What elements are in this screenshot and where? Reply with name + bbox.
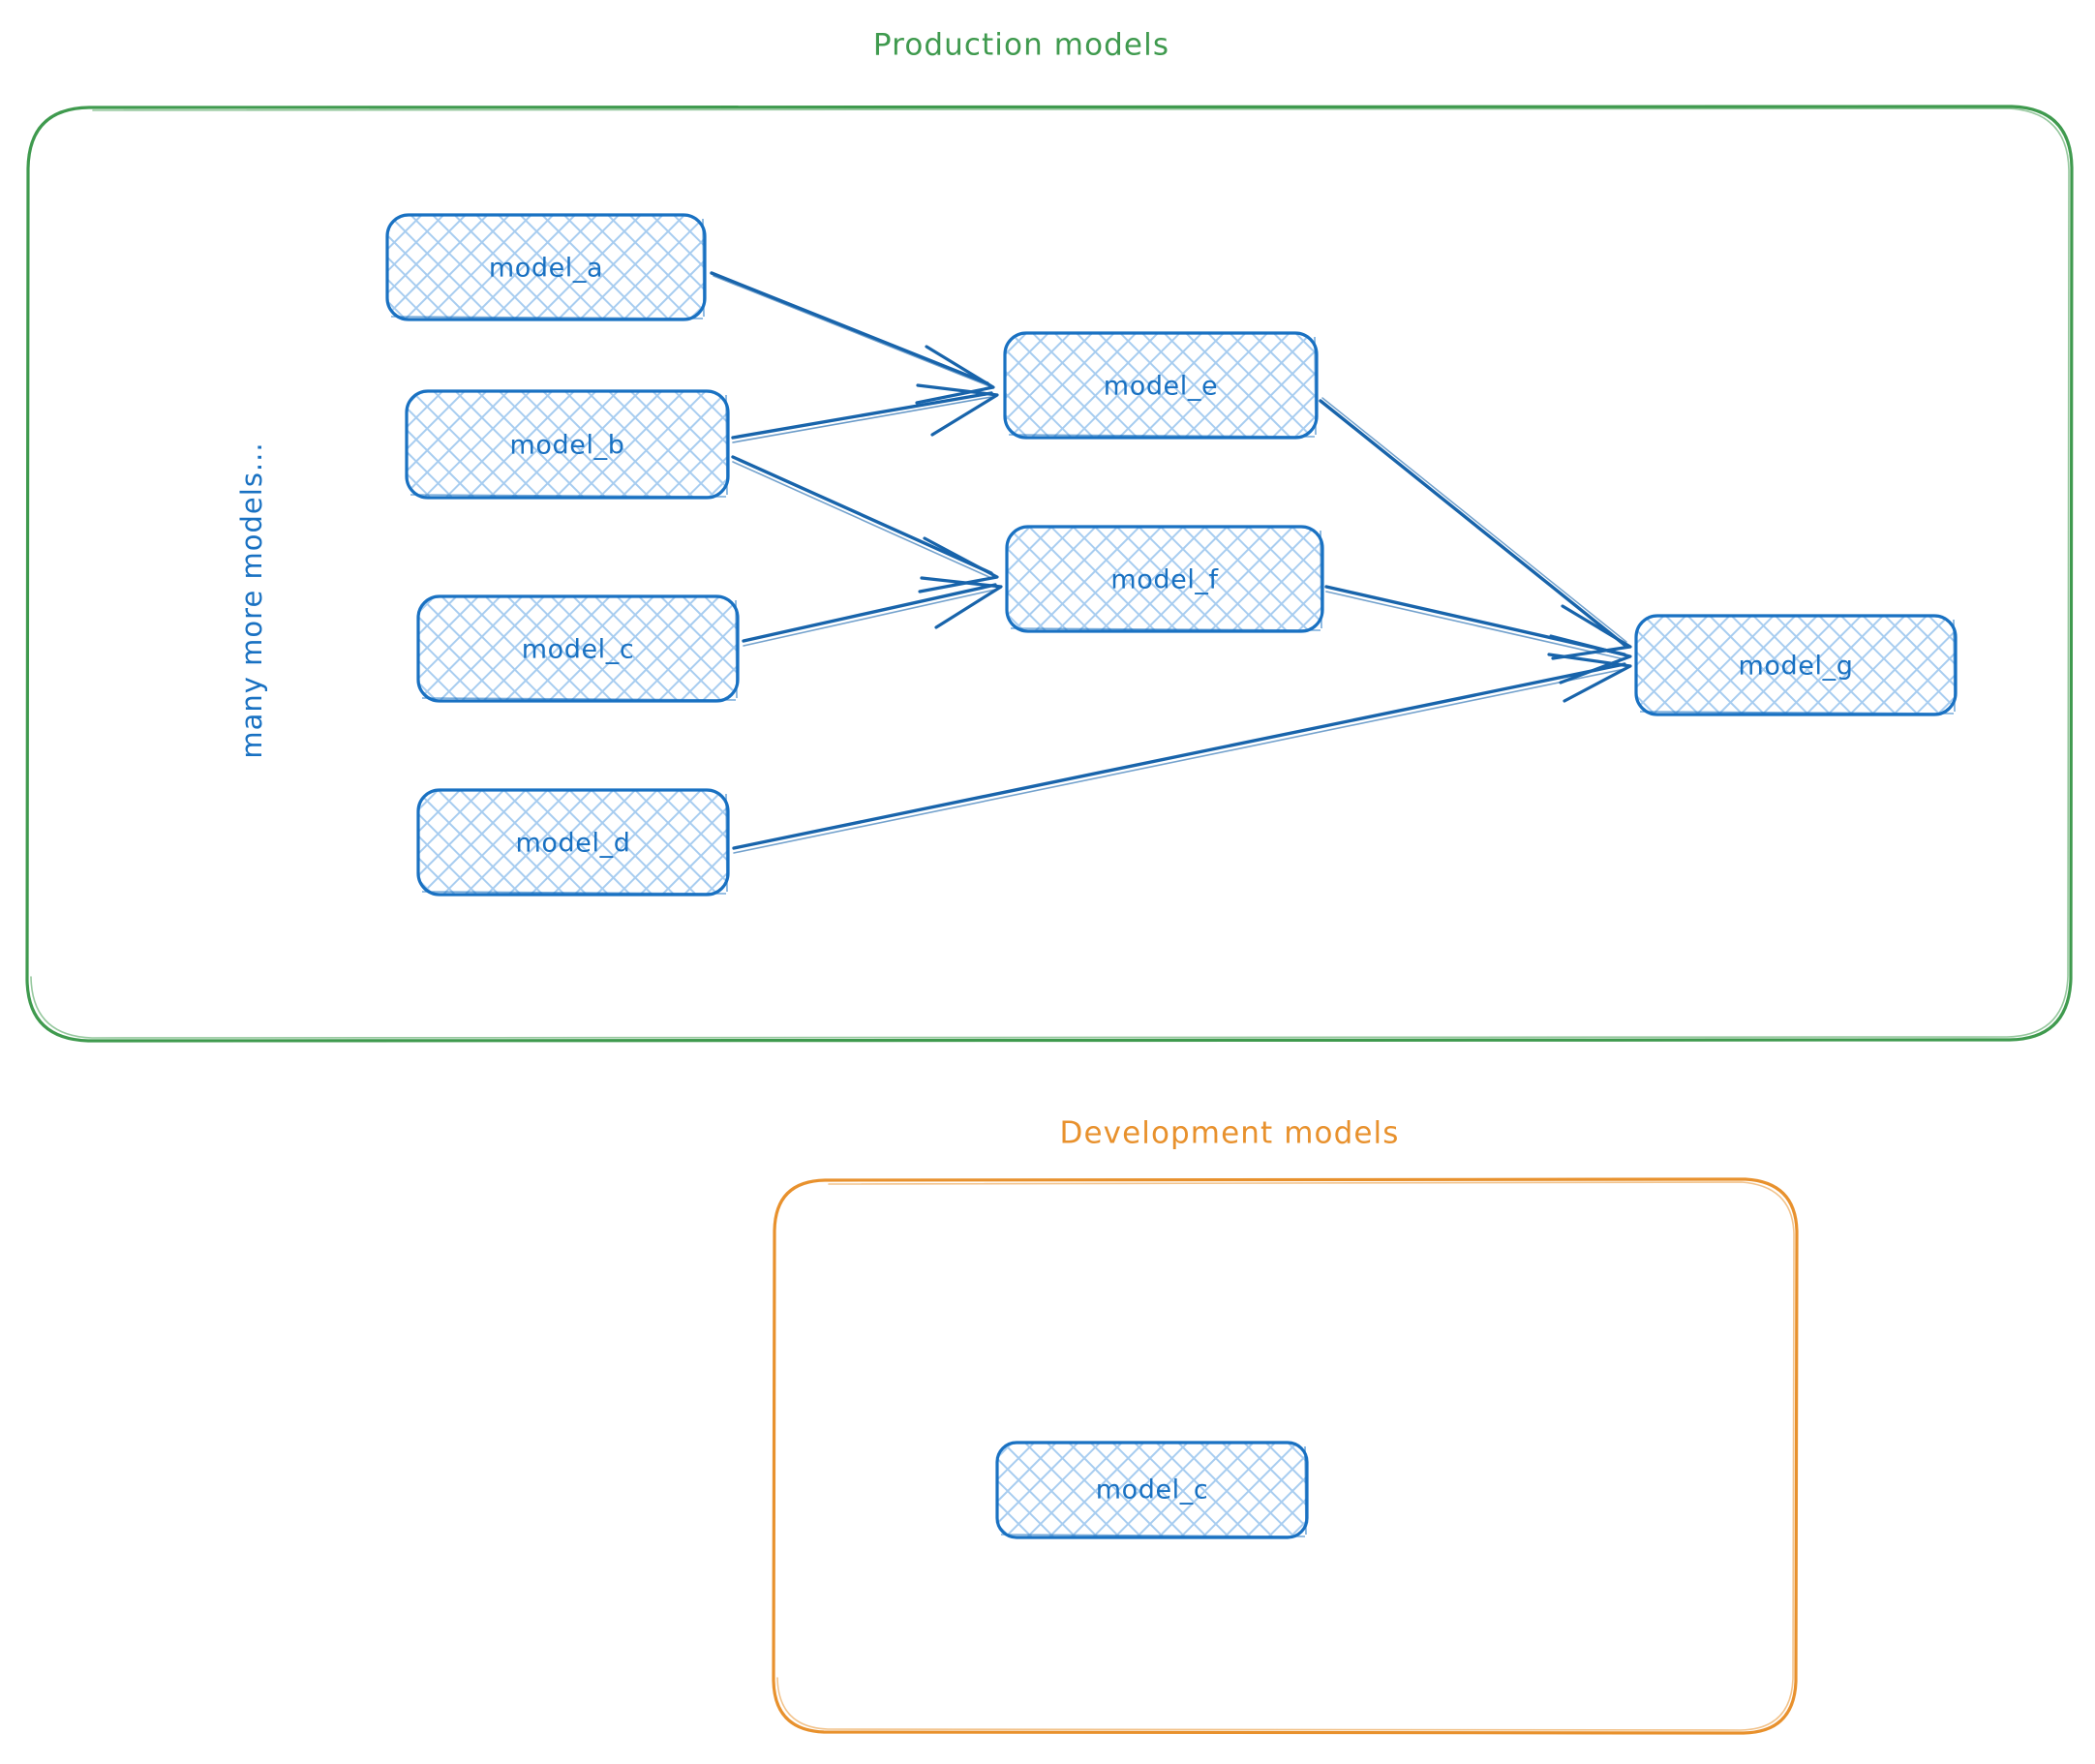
node-dev-model_c-sketch-edge (1000, 1445, 1307, 1537)
node-dev-model_c-label: model_c (1096, 1475, 1209, 1505)
development-container-border (772, 1177, 1799, 1735)
edge-model_b-to-model_f (731, 455, 999, 593)
edge-model_c-to-model_f (742, 576, 1003, 647)
edge-layer (710, 271, 1632, 854)
node-model_g-label: model_g (1739, 652, 1854, 682)
edge-model_d-to-model_g (732, 653, 1632, 854)
production-group-title: Production models (873, 28, 1169, 63)
production-container-border (25, 105, 2074, 1043)
edge-model_f-to-model_g (1324, 585, 1632, 684)
node-model_e[interactable]: model_e (1003, 331, 1319, 440)
node-model_e-body[interactable] (1003, 331, 1319, 440)
node-model_b-body[interactable] (405, 389, 730, 500)
node-model_d-sketch-edge (421, 793, 728, 895)
node-model_g[interactable]: model_g (1634, 614, 1958, 716)
node-model_f-body[interactable] (1005, 525, 1324, 633)
node-model_c-sketch-edge (421, 599, 738, 701)
node-model_a-label: model_a (489, 254, 603, 284)
node-model_d-body[interactable] (416, 788, 730, 897)
edge-model_e-to-model_g (1319, 397, 1632, 660)
node-model_e-label: model_e (1104, 372, 1218, 402)
node-model_b-sketch-edge (410, 394, 728, 498)
node-model_g-body[interactable] (1634, 614, 1958, 716)
edge-model_a-to-model_e (710, 271, 995, 405)
edge-model_b-to-model_e (731, 383, 999, 443)
node-model_d-label: model_d (516, 829, 631, 859)
development-container-border-sketch (776, 1181, 1795, 1731)
node-model_d[interactable]: model_d (416, 788, 730, 897)
group-production: Production models (25, 28, 2074, 1043)
node-model_c[interactable]: model_c (416, 594, 740, 703)
node-model_a[interactable]: model_a (385, 213, 707, 321)
production-container-border-sketch (30, 107, 2070, 1039)
node-model_g-sketch-edge (1639, 619, 1956, 715)
node-layer: model_a model_b model_c model_d mode (385, 213, 1958, 1539)
group-development: Development models (772, 1116, 1799, 1735)
development-group-title: Development models (1059, 1116, 1399, 1151)
node-model_f[interactable]: model_f (1005, 525, 1324, 633)
node-model_f-label: model_f (1110, 565, 1219, 595)
side-note-label: many more models... (235, 441, 268, 758)
node-model_c-label: model_c (522, 635, 635, 665)
node-model_b[interactable]: model_b (405, 389, 730, 500)
node-model_e-sketch-edge (1008, 336, 1317, 438)
node-model_c-body[interactable] (416, 594, 740, 703)
node-model_a-body[interactable] (385, 213, 707, 321)
node-dev-model_c-body[interactable] (995, 1441, 1309, 1539)
node-dev-model_c[interactable]: model_c (995, 1441, 1309, 1539)
side-note-many-more-models: many more models... (235, 441, 268, 758)
node-model_f-sketch-edge (1010, 530, 1322, 631)
node-model_a-sketch-edge (390, 218, 705, 319)
node-model_b-label: model_b (510, 431, 625, 461)
